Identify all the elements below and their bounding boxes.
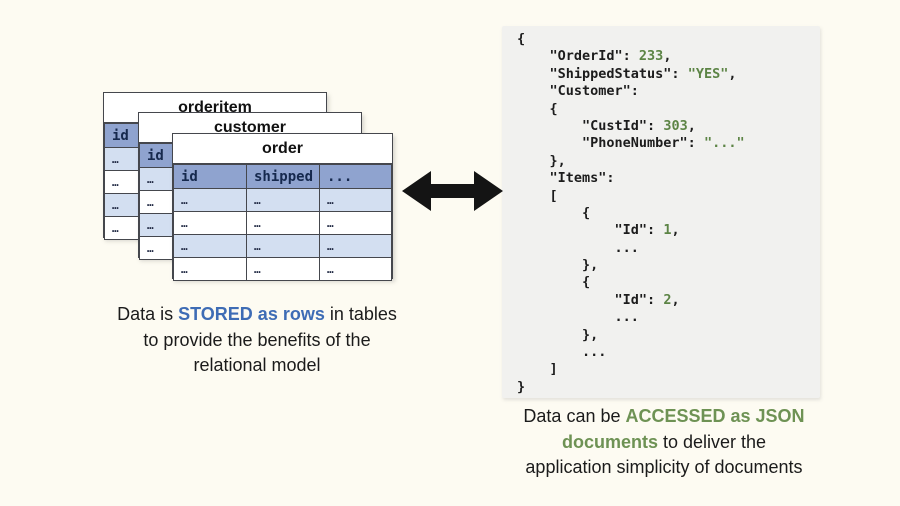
column-header-shipped: shipped [246,164,320,189]
table-cell: … [173,257,247,281]
code-text: { [517,204,591,221]
caption-text: in tables [324,304,397,324]
code-text: }, [517,257,599,274]
table-cell: … [104,193,140,217]
code-text: , [671,222,680,239]
code-text: , [687,117,696,134]
caption-highlight: ACCESSED as JSON [625,406,805,426]
code-line: "OrderId": 233, [517,48,820,65]
table-cell: … [104,216,140,240]
column-header-id: id [173,164,247,189]
code-text: "Items": [517,170,615,187]
code-line: }, [517,257,820,274]
caption-highlight: STORED as rows [178,304,325,324]
code-line: ... [517,309,820,326]
code-text: "ShippedStatus": [517,65,688,82]
code-text: , [663,48,672,65]
caption-highlight: documents [561,431,658,452]
code-line: { [517,101,820,118]
caption-text: Data is [117,304,179,324]
caption-line: to provide the benefits of the [143,329,371,350]
code-text: ... [517,309,639,326]
code-line: ] [517,361,820,378]
table-cell: … [319,257,392,281]
code-line: { [517,205,820,222]
code-text: ] [517,361,558,378]
caption-json: Data can be ACCESSED as JSON documents t… [499,404,829,481]
caption-line: Data can be ACCESSED as JSON [499,404,829,430]
code-line: ... [517,240,820,257]
code-text: "Id": [517,222,664,239]
caption-line: relational model [193,355,321,375]
column-header-id: id [104,123,140,148]
caption-line: Data is STORED as rows in tables [92,302,422,328]
table-cell: … [246,188,320,212]
json-value: "YES" [687,65,729,82]
table-cell: … [246,211,320,235]
table-cell: … [319,188,392,212]
code-line: }, [517,153,820,170]
code-line: "Id": 1, [517,222,820,239]
table-cell: … [319,211,392,235]
table-cell: … [139,167,175,191]
code-line: [ [517,188,820,205]
code-text: "Id": [517,291,664,308]
caption-text: Data can be [523,406,626,426]
table-cell: … [139,236,175,260]
code-text: "OrderId": [517,48,639,65]
code-line: "PhoneNumber": "..." [517,135,820,152]
json-code-block: { "OrderId": 233, "ShippedStatus": "YES"… [502,26,820,398]
code-line: { [517,274,820,291]
code-text: , [671,291,680,308]
code-text: ... [517,344,607,361]
code-line: "Id": 2, [517,292,820,309]
code-text: }, [517,326,599,343]
table-cell: … [246,257,320,281]
code-text: }, [517,152,566,169]
table-cell: … [173,211,247,235]
code-line: "Customer": [517,83,820,100]
code-text: ... [517,239,639,256]
code-text: [ [517,187,558,204]
table-order-grid: id shipped ... … … … … … … … … … … … [173,164,392,281]
code-line: "Items": [517,170,820,187]
code-line: } [517,379,820,396]
code-line: "CustId": 303, [517,118,820,135]
table-cell: … [139,190,175,214]
code-line: "ShippedStatus": "YES", [517,66,820,83]
code-line: { [517,31,820,48]
code-text: "PhoneNumber": [517,135,704,152]
caption-text: to deliver the [657,431,767,452]
code-text: "CustId": [517,117,664,134]
code-text: } [517,378,526,395]
table-cell: … [104,170,140,194]
json-value: 303 [663,117,688,134]
table-cell: … [104,147,140,171]
json-value: 2 [663,291,672,308]
table-cell: … [139,213,175,237]
json-value: "..." [703,135,745,152]
table-cell: … [173,188,247,212]
caption-relational: Data is STORED as rows in tables to prov… [92,302,422,379]
caption-line: documents to deliver the [499,430,829,456]
json-value: 233 [638,48,664,65]
code-line: }, [517,327,820,344]
json-value: 1 [663,222,672,239]
code-text: { [517,274,591,291]
code-text: { [517,100,558,117]
table-cell: … [319,234,392,258]
code-text: "Customer": [517,83,639,100]
code-text: { [517,31,526,47]
column-header-id: id [139,143,175,168]
code-text: , [728,65,737,82]
bidirectional-arrow-icon [402,171,503,211]
table-order-title: order [173,134,392,164]
column-header-more: ... [319,164,392,189]
code-line: ... [517,344,820,361]
caption-line: application simplicity of documents [525,457,803,477]
table-order: order id shipped ... … … … … … … … … … [172,133,393,281]
table-cell: … [246,234,320,258]
table-cell: … [173,234,247,258]
